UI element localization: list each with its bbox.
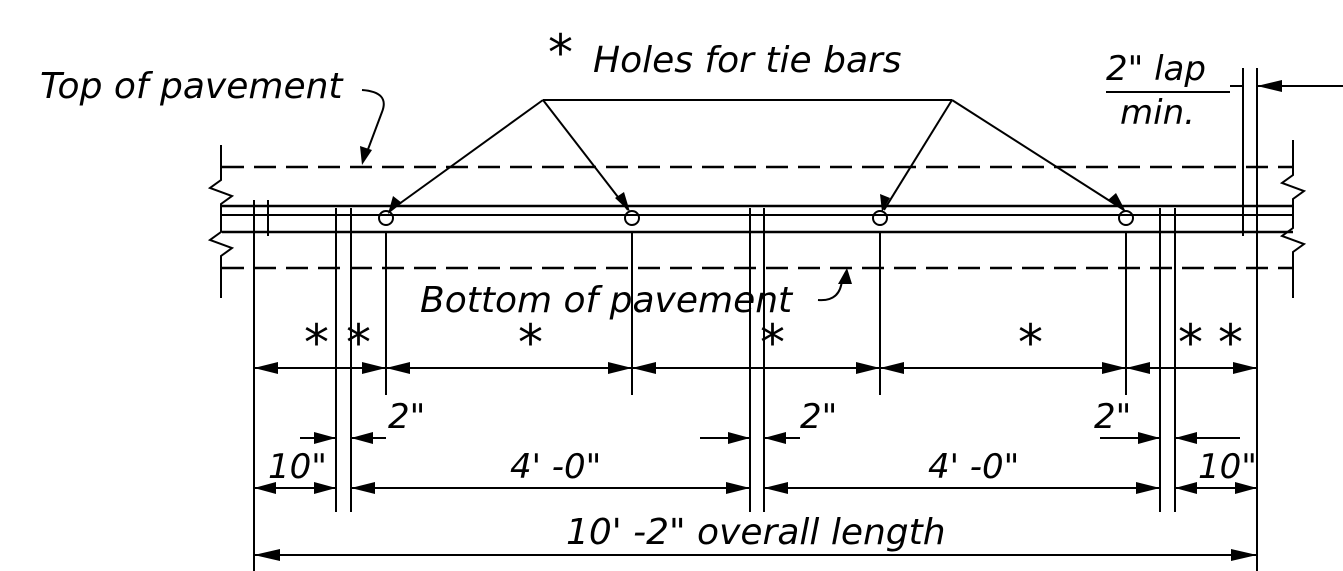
- dim-2in-middle: 2": [700, 397, 837, 444]
- joint-left-end: [253, 200, 269, 512]
- svg-text:*: *: [346, 314, 371, 372]
- asterisk-row: * * * * * * *: [304, 314, 1243, 372]
- lap-label-line1: 2" lap: [1106, 49, 1206, 89]
- dim-4ft-right: 4' -0": [764, 447, 1160, 494]
- dim-4ft-left: 4' -0": [351, 447, 750, 494]
- holes-asterisk: *: [548, 24, 573, 82]
- svg-text:*: *: [1218, 314, 1243, 372]
- bottom-of-pavement-leader: [817, 271, 847, 302]
- joint-2: [749, 208, 765, 512]
- dim-2in-right: 2": [1094, 397, 1240, 444]
- svg-text:4' -0": 4' -0": [510, 447, 601, 487]
- svg-text:10": 10": [1198, 447, 1257, 487]
- svg-text:*: *: [1178, 314, 1203, 372]
- svg-text:2": 2": [388, 397, 425, 437]
- svg-text:*: *: [760, 314, 785, 372]
- bottom-of-pavement-label: Bottom of pavement: [420, 280, 794, 321]
- svg-text:4' -0": 4' -0": [928, 447, 1019, 487]
- overall-length-dimension: 10' -2" overall length: [254, 512, 1257, 561]
- dim-2in-left: 2": [300, 397, 425, 444]
- dim-10in-left: 10": [254, 447, 336, 494]
- lap-label-line2: min.: [1120, 93, 1195, 133]
- svg-text:*: *: [518, 314, 543, 372]
- holes-note-label: Holes for tie bars: [593, 40, 902, 81]
- svg-text:2": 2": [1094, 397, 1131, 437]
- dim-10in-right: 10": [1175, 447, 1257, 494]
- joint-right-end: [1242, 68, 1258, 571]
- top-of-pavement-leader: [361, 89, 385, 161]
- svg-text:*: *: [304, 314, 329, 372]
- svg-text:10": 10": [268, 447, 327, 487]
- joint-1: [335, 208, 352, 512]
- svg-text:10' -2" overall length: 10' -2" overall length: [566, 512, 946, 553]
- hole-spacing-dimension: [254, 362, 1257, 374]
- left-break-mark: [207, 145, 235, 298]
- joint-3: [1159, 208, 1176, 512]
- holes-leader: [387, 99, 1126, 214]
- right-break-mark: [1279, 140, 1307, 298]
- svg-text:*: *: [1018, 314, 1043, 372]
- top-of-pavement-label: Top of pavement: [40, 66, 344, 107]
- svg-text:2": 2": [800, 397, 837, 437]
